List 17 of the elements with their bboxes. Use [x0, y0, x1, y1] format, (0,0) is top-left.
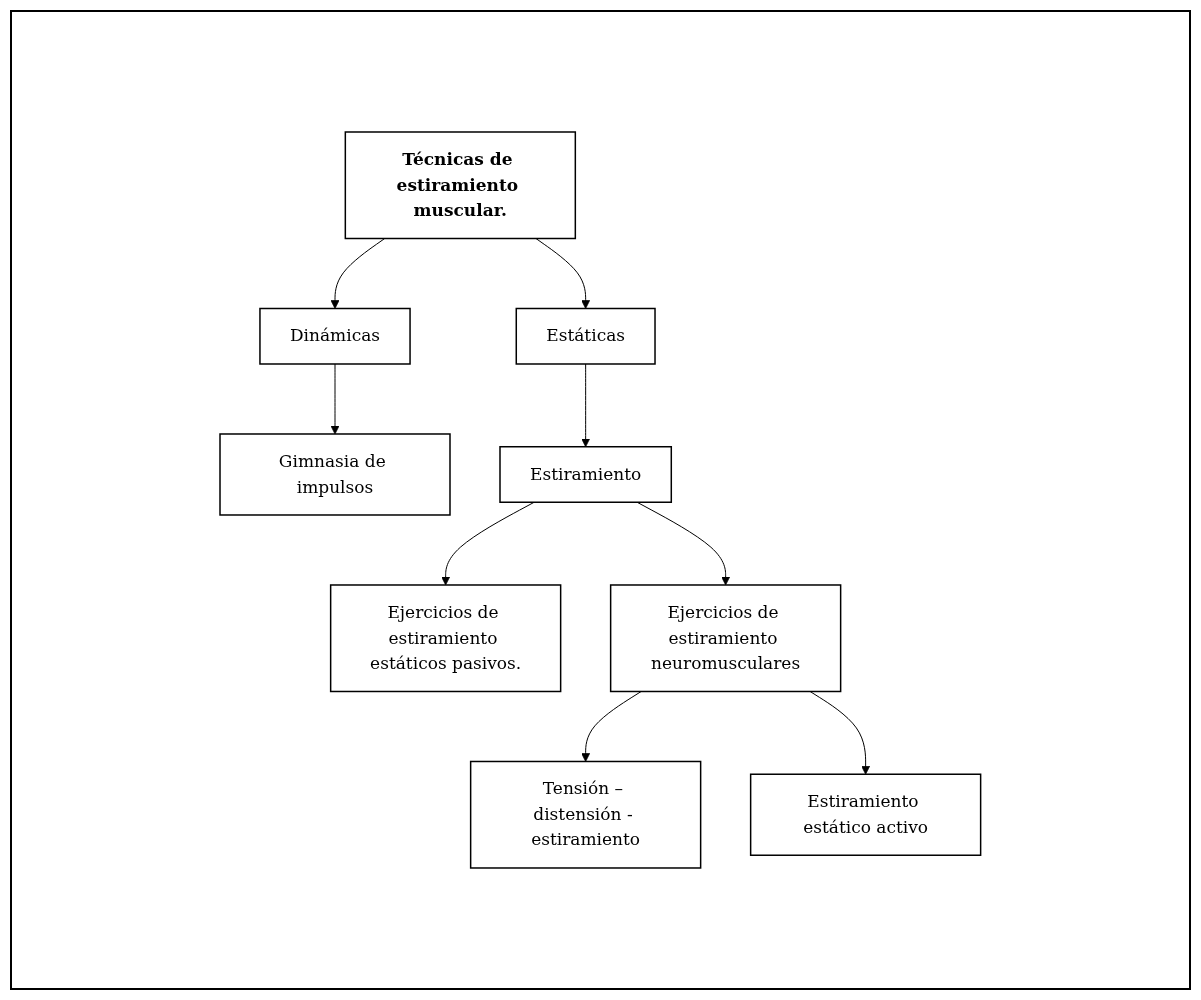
arrow: [441, 501, 535, 586]
node-box: Tensión – distensión - estiramiento: [470, 760, 702, 869]
node-box: Técnicas de estiramiento muscular.: [344, 131, 577, 240]
arrow: [581, 363, 591, 448]
arrow: [809, 691, 871, 775]
node-box: Estáticas: [515, 307, 656, 365]
node-box: Estiramiento: [499, 446, 673, 503]
node-box: Dinámicas: [259, 307, 411, 365]
node-box: Gimnasia de impulsos: [219, 433, 451, 516]
node-box: Ejercicios de estiramiento estáticos pasivos.: [330, 584, 562, 693]
arrow: [636, 501, 731, 586]
arrow: [330, 363, 340, 435]
node-box: Ejercicios de estiramiento neuromusculares: [610, 584, 842, 693]
arrow: [581, 691, 642, 762]
node-box: Estiramiento estático activo: [750, 773, 982, 856]
arrow: [535, 238, 591, 309]
arrow: [330, 238, 386, 309]
